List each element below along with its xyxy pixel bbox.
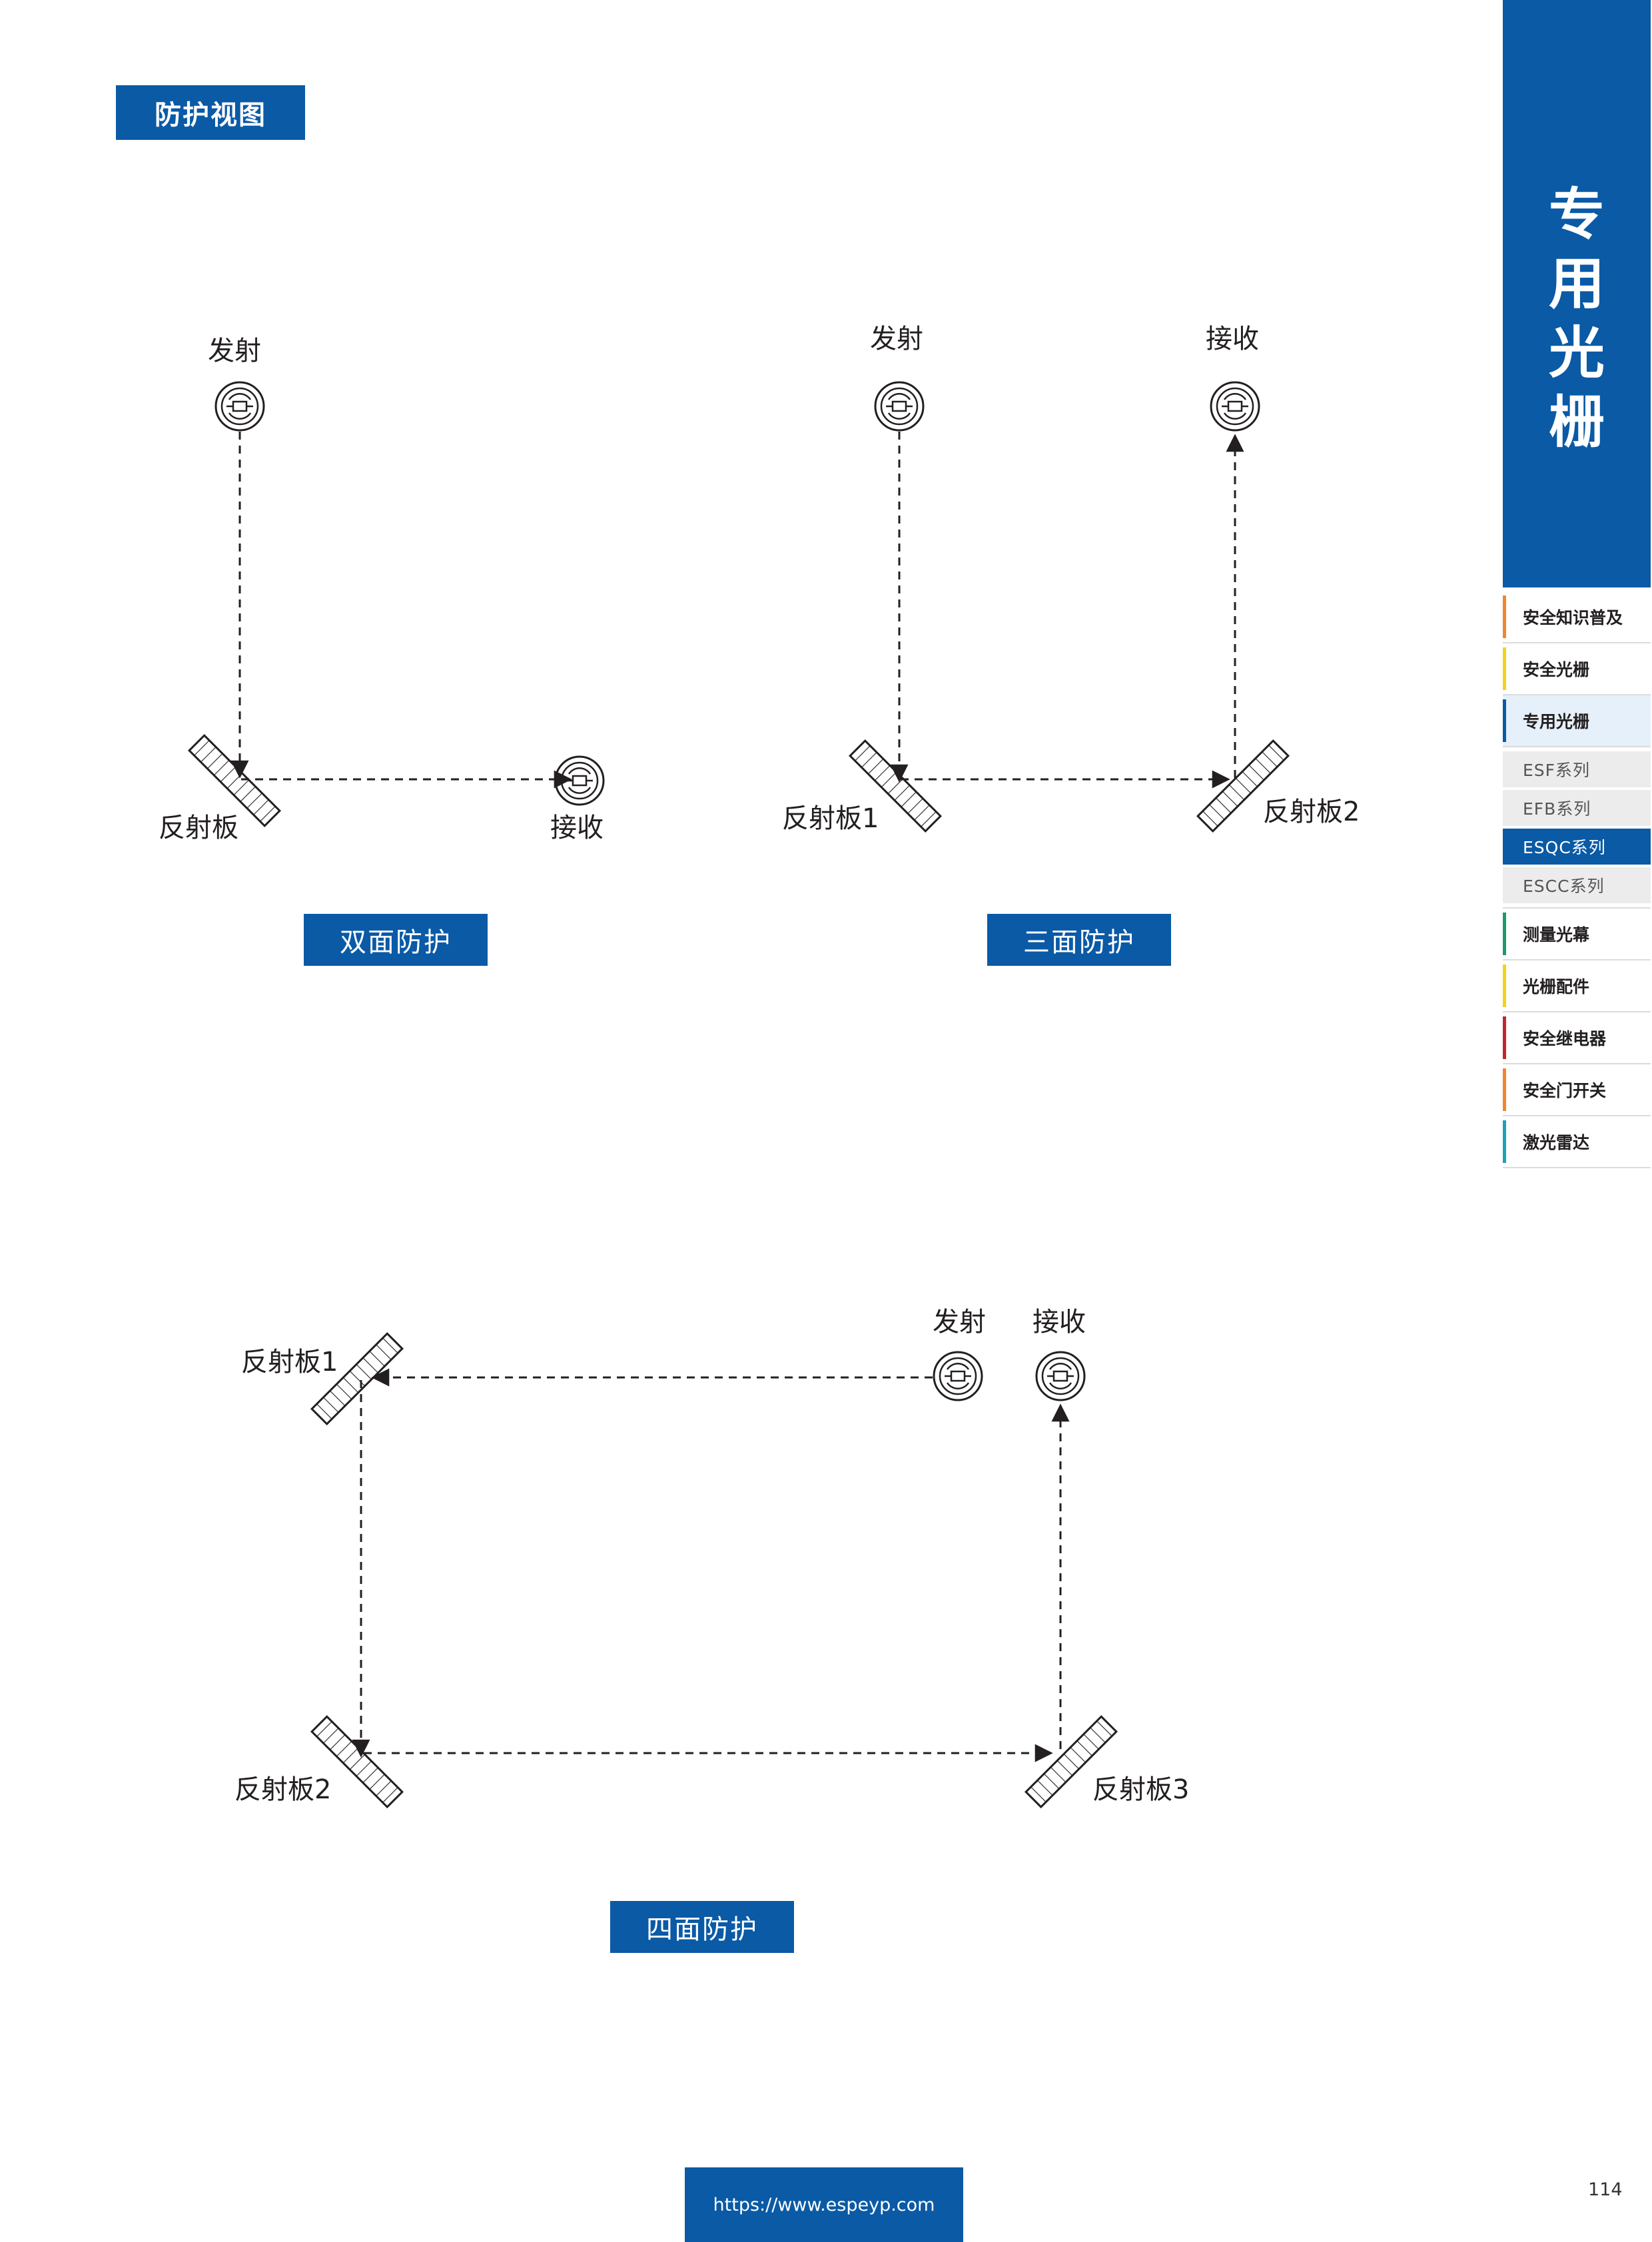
two-side-reflector-label: 反射板 — [159, 813, 238, 843]
four-side-reflector2-label: 反射板2 — [234, 1774, 332, 1805]
sidebar-title-char: 栅 — [1548, 390, 1605, 455]
sidebar-item-label: 测量光幕 — [1523, 925, 1590, 944]
footer-url-link[interactable]: https://www.espeyp.com — [685, 2167, 963, 2242]
emitter-sensor-icon — [933, 1351, 983, 1401]
four-side-caption: 四面防护 — [610, 1901, 794, 1953]
sidebar-item-accessories[interactable]: 光栅配件 — [1503, 960, 1651, 1012]
sidebar-subitem-escc[interactable]: ESCC系列 — [1503, 867, 1651, 903]
three-side-diagram — [849, 381, 1290, 833]
sidebar-title-char: 用 — [1548, 251, 1605, 316]
sidebar-item-color-bar — [1503, 913, 1506, 955]
sidebar-subitem-esqc[interactable]: ESQC系列 — [1503, 829, 1651, 865]
two-side-receiver-label: 接收 — [550, 813, 604, 843]
sidebar-title-char: 光 — [1548, 320, 1605, 386]
emitter-sensor-icon — [874, 381, 925, 432]
sidebar-item-color-bar — [1503, 595, 1506, 638]
sidebar-subitem-esf[interactable]: ESF系列 — [1503, 751, 1651, 787]
four-side-diagram — [310, 1332, 1118, 1808]
sidebar-item-measuring-curtain[interactable]: 测量光幕 — [1503, 909, 1651, 960]
receiver-sensor-icon — [1210, 381, 1260, 432]
four-side-emitter-label: 发射 — [933, 1307, 986, 1337]
sidebar-item-color-bar — [1503, 647, 1506, 690]
receiver-sensor-icon — [554, 755, 605, 806]
sidebar-item-lidar[interactable]: 激光雷达 — [1503, 1116, 1651, 1168]
sidebar-item-label: 安全光栅 — [1523, 660, 1590, 679]
four-side-reflector3-label: 反射板3 — [1092, 1774, 1190, 1805]
sidebar-item-label: 安全继电器 — [1523, 1029, 1607, 1048]
section-tag: 防护视图 — [116, 85, 305, 140]
two-side-emitter-label: 发射 — [208, 336, 261, 366]
sidebar-title-char: 专 — [1548, 182, 1605, 247]
sidebar-item-color-bar — [1503, 699, 1506, 742]
sidebar-item-label: 光栅配件 — [1523, 977, 1590, 996]
two-side-caption: 双面防护 — [304, 914, 488, 966]
sidebar-item-label: 激光雷达 — [1523, 1133, 1590, 1152]
sidebar-item-label: 安全知识普及 — [1523, 608, 1623, 627]
sidebar-title: 专 用 光 栅 — [1503, 0, 1651, 587]
emitter-sensor-icon — [214, 381, 265, 432]
sidebar-item-color-bar — [1503, 1016, 1506, 1059]
sidebar-item-special-light-curtain[interactable]: 专用光栅 — [1503, 695, 1651, 747]
sidebar-item-safety-knowledge[interactable]: 安全知识普及 — [1503, 591, 1651, 643]
sidebar-item-label: 专用光栅 — [1523, 712, 1590, 731]
sidebar-sub-list: ESF系列 EFB系列 ESQC系列 ESCC系列 — [1503, 747, 1651, 909]
three-side-caption: 三面防护 — [987, 914, 1171, 966]
sidebar-item-color-bar — [1503, 1120, 1506, 1163]
sidebar-item-safety-relay[interactable]: 安全继电器 — [1503, 1012, 1651, 1064]
three-side-reflector2-label: 反射板2 — [1263, 797, 1360, 827]
page-number: 114 — [1588, 2179, 1623, 2200]
sidebar-item-door-switch[interactable]: 安全门开关 — [1503, 1064, 1651, 1116]
four-side-reflector1-label: 反射板1 — [241, 1347, 338, 1377]
three-side-emitter-label: 发射 — [870, 324, 923, 354]
sidebar-subitem-efb[interactable]: EFB系列 — [1503, 790, 1651, 826]
sidebar-item-color-bar — [1503, 1068, 1506, 1111]
three-side-reflector1-label: 反射板1 — [782, 803, 879, 834]
two-side-diagram — [188, 381, 605, 827]
receiver-sensor-icon — [1035, 1351, 1086, 1401]
three-side-receiver-label: 接收 — [1206, 324, 1259, 354]
sidebar-nav: 安全知识普及 安全光栅 专用光栅 ESF系列 EFB系列 ESQC系列 ESCC… — [1503, 591, 1651, 1168]
sidebar-item-label: 安全门开关 — [1523, 1081, 1607, 1100]
sidebar-item-color-bar — [1503, 964, 1506, 1007]
four-side-receiver-label: 接收 — [1032, 1307, 1086, 1337]
sidebar-item-safety-light-curtain[interactable]: 安全光栅 — [1503, 643, 1651, 695]
